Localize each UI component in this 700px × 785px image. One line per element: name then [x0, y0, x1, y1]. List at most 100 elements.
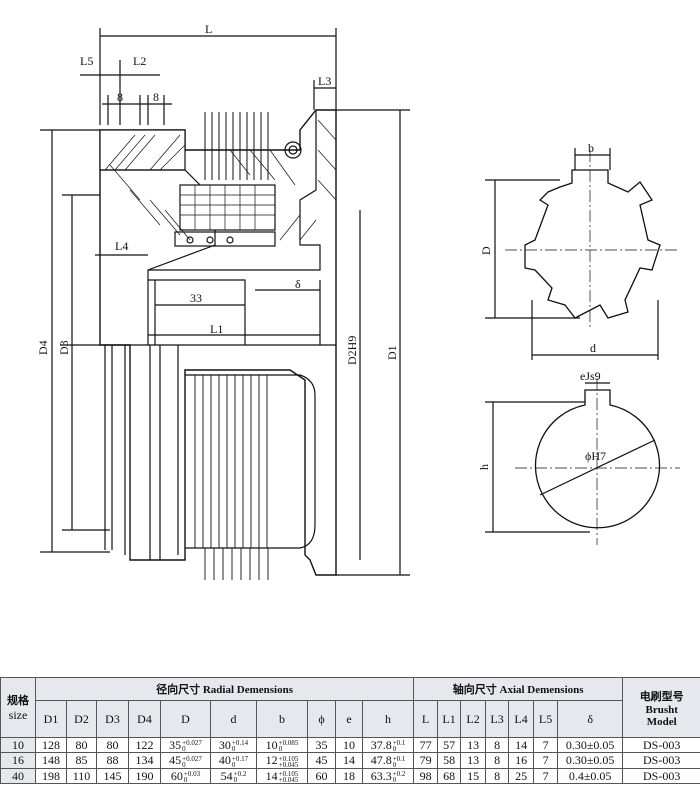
cell-size: 40 — [0, 767, 36, 784]
cell-d2: 80 — [66, 736, 97, 754]
column-header: δ — [557, 700, 624, 738]
cell-d4: 122 — [128, 736, 161, 754]
dim-D2H9: D2H9 — [345, 336, 359, 365]
cell-brush: DS-003 — [622, 736, 700, 754]
axial-header: 轴向尺寸 Axial Demensions — [413, 677, 624, 701]
cell-delta: 0.30±0.05 — [557, 736, 624, 754]
cell-l4: 25 — [508, 767, 535, 784]
column-header: D2 — [66, 700, 97, 738]
dim-33: 33 — [190, 291, 202, 305]
cell-d1: 198 — [35, 767, 67, 784]
cell-phi: 45 — [307, 752, 336, 769]
cell-size: 10 — [0, 736, 36, 754]
column-header: ϕ — [307, 700, 336, 738]
cell-l2: 13 — [460, 752, 487, 769]
dim-L4: L4 — [115, 239, 128, 253]
column-header: L3 — [485, 700, 510, 738]
column-header: L5 — [533, 700, 559, 738]
cell-b: 12+0.105+0.045 — [256, 752, 308, 769]
cell-phi: 60 — [307, 767, 336, 784]
cell-d4: 134 — [128, 752, 161, 769]
cell-d4: 190 — [128, 767, 161, 784]
dim-D3: D3 — [57, 340, 71, 355]
cell-brush: DS-003 — [622, 767, 700, 784]
cell-l5: 7 — [533, 767, 559, 784]
cell-l3: 8 — [485, 736, 510, 754]
dim-phiH7: ϕH7 — [585, 449, 606, 463]
dim-L5: L5 — [80, 54, 93, 68]
cell-e: 14 — [335, 752, 363, 769]
cell-l5: 7 — [533, 736, 559, 754]
cell-l3: 8 — [485, 767, 510, 784]
cell-l1: 58 — [437, 752, 462, 769]
column-header: L2 — [460, 700, 487, 738]
cell-l2: 15 — [460, 767, 487, 784]
dim-L3: L3 — [318, 74, 331, 88]
column-header: L1 — [437, 700, 462, 738]
cell-d1: 148 — [35, 752, 67, 769]
tolerance: +0.105+0.045 — [278, 754, 299, 769]
dim-D1: D1 — [385, 345, 399, 360]
cell-l2: 13 — [460, 736, 487, 754]
column-header: D1 — [35, 700, 67, 738]
cell-size: 16 — [0, 752, 36, 769]
dim-L: L — [205, 22, 212, 36]
cell-d2: 110 — [66, 767, 97, 784]
dim-D4: D4 — [36, 340, 50, 355]
column-header: d — [210, 700, 257, 738]
cell-delta: 0.4±0.05 — [557, 767, 624, 784]
cell-phi: 35 — [307, 736, 336, 754]
column-header: L4 — [508, 700, 535, 738]
column-header: e — [335, 700, 363, 738]
dim-L1: L1 — [210, 322, 223, 336]
cell-d3: 88 — [96, 752, 129, 769]
dim-d: d — [590, 341, 596, 355]
cell-delta: 0.30±0.05 — [557, 752, 624, 769]
cell-l1: 57 — [437, 736, 462, 754]
dim-8b: 8 — [153, 90, 159, 104]
cell-b: 14+0.105+0.045 — [256, 767, 308, 784]
column-header: L — [413, 700, 439, 738]
cell-d2: 85 — [66, 752, 97, 769]
clutch-section-view — [40, 28, 680, 580]
column-header: D4 — [128, 700, 161, 738]
cell-l: 98 — [413, 767, 439, 784]
cell-l4: 14 — [508, 736, 535, 754]
dim-eJs9: eJs9 — [580, 369, 601, 383]
column-header: h — [361, 700, 415, 738]
cell-l: 79 — [413, 752, 439, 769]
clutch-technical-drawing: L L5 L2 8 8 L3 L4 33 δ L1 D4 D3 D2H9 D1 … — [36, 22, 680, 580]
dim-D: D — [479, 246, 493, 255]
cell-l3: 8 — [485, 752, 510, 769]
cell-d3: 145 — [96, 767, 129, 784]
dim-delta: δ — [295, 277, 301, 291]
cell-l: 77 — [413, 736, 439, 754]
radial-header: 径向尺寸 Radial Demensions — [34, 677, 415, 701]
cell-d1: 128 — [35, 736, 67, 754]
cell-l1: 68 — [437, 767, 462, 784]
tolerance: +0.105+0.045 — [278, 769, 299, 784]
dim-h: h — [477, 464, 491, 470]
